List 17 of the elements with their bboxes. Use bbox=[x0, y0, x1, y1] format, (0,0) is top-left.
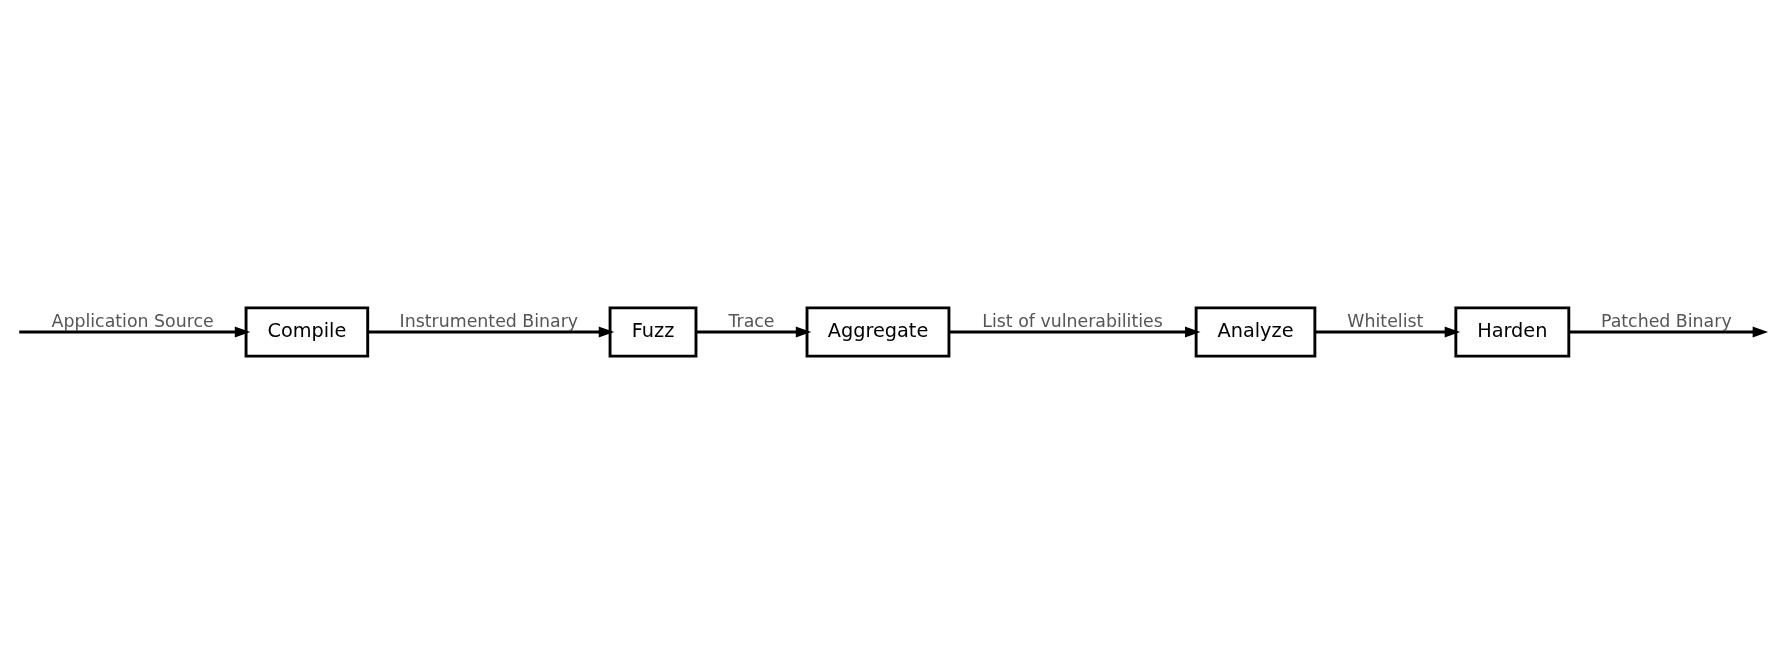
arrow bbox=[367, 326, 615, 338]
node-box: Harden bbox=[1454, 306, 1571, 358]
edge-label: Patched Binary bbox=[1600, 310, 1732, 331]
node-box: Fuzz bbox=[608, 306, 698, 358]
arrow bbox=[19, 326, 251, 338]
arrow bbox=[1568, 326, 1769, 338]
node-box: Analyze bbox=[1194, 306, 1317, 358]
edge-label: Instrumented Binary bbox=[399, 310, 579, 331]
arrow bbox=[1314, 326, 1461, 338]
edge-label: Trace bbox=[728, 310, 775, 331]
edge-label: List of vulnerabilities bbox=[982, 310, 1163, 331]
node-box: Aggregate bbox=[805, 306, 951, 358]
node-box: Compile bbox=[244, 306, 370, 358]
edge-label: Whitelist bbox=[1347, 310, 1424, 331]
arrow bbox=[696, 326, 812, 338]
arrow bbox=[949, 326, 1201, 338]
edge-label: Application Source bbox=[51, 310, 214, 331]
